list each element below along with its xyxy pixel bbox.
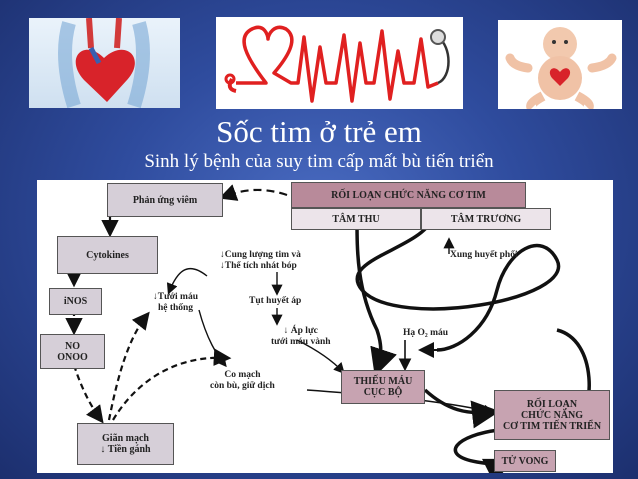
heart-anatomy-image bbox=[29, 18, 180, 108]
box-tu-vong: TỬ VONG bbox=[494, 450, 556, 472]
box-gian-mach: Giãn mạch ↓ Tiền gánh bbox=[77, 423, 174, 465]
box-cytokines: Cytokines bbox=[57, 236, 158, 274]
box-roi-loan-tien-trien: RỐI LOẠN CHỨC NĂNG CƠ TIM TIẾN TRIỂN bbox=[494, 390, 610, 440]
text-co-mach-line1: Co mạch bbox=[224, 370, 261, 380]
label-no: NO bbox=[65, 340, 80, 352]
label-tien-ganh: ↓ Tiền gánh bbox=[100, 444, 151, 455]
box-phan-ung-viem: Phản ứng viêm bbox=[107, 183, 223, 217]
stethoscope-heartbeat-image bbox=[216, 17, 463, 109]
slide-title: Sốc tim ở trẻ em bbox=[216, 114, 422, 149]
label-thieu-mau: THIẾU MÁU bbox=[353, 376, 413, 387]
diagram-arrows bbox=[65, 184, 591, 473]
text-tuoi-mau-line2: hệ thống bbox=[157, 303, 194, 313]
infant-heart-image bbox=[498, 20, 622, 109]
text-co-mach-line2: còn bù, giữ dịch bbox=[210, 381, 275, 391]
text-cung-luong-line2: ↓Thể tích nhát bóp bbox=[220, 261, 297, 271]
text-tuoi-mau-line1: ↓Tưới máu bbox=[153, 292, 199, 302]
box-inos: iNOS bbox=[49, 288, 102, 315]
box-roi-loan-co-tim: RỐI LOẠN CHỨC NĂNG CƠ TIM bbox=[291, 182, 526, 208]
label-onoo: ONOO bbox=[57, 351, 88, 363]
text-co-mach: Co mạch còn bù, giữ dịch bbox=[210, 370, 275, 392]
text-xung-huyet-phoi: Xung huyết phổi bbox=[450, 250, 518, 260]
pathophysiology-diagram: Phản ứng viêm Cytokines iNOS NO ONOO Giã… bbox=[37, 180, 613, 473]
label-roi-loan: RỐI LOẠN bbox=[526, 398, 578, 410]
label-chuc-nang: CHỨC NĂNG bbox=[520, 409, 584, 421]
box-no-onoo: NO ONOO bbox=[40, 334, 105, 369]
text-ap-luc-line2: tưới máu vành bbox=[271, 337, 331, 347]
box-tam-thu: TÂM THU bbox=[291, 208, 421, 230]
text-cung-luong: ↓Cung lượng tim và ↓Thể tích nhát bóp bbox=[220, 250, 301, 272]
slide-subtitle: Sinh lý bệnh của suy tim cấp mất bù tiến… bbox=[144, 151, 494, 172]
label-gian-mach: Giãn mạch bbox=[102, 433, 149, 444]
box-tam-truong: TÂM TRƯƠNG bbox=[421, 208, 551, 230]
text-cung-luong-line1: ↓Cung lượng tim và bbox=[220, 250, 301, 260]
text-ap-luc: ↓ Áp lực tưới máu vành bbox=[271, 326, 331, 348]
label-cuc-bo: CỤC BỘ bbox=[363, 387, 403, 398]
box-thieu-mau-cuc-bo: THIẾU MÁU CỤC BỘ bbox=[341, 370, 425, 404]
text-tut-huyet-ap: Tụt huyết áp bbox=[249, 296, 302, 306]
text-ha-o2: Hạ O₂ máu bbox=[403, 328, 449, 338]
label-co-tim-tien-trien: CƠ TIM TIẾN TRIỂN bbox=[502, 420, 602, 432]
text-tuoi-mau: ↓Tưới máu hệ thống bbox=[153, 292, 198, 314]
text-ap-luc-line1: ↓ Áp lực bbox=[283, 326, 318, 336]
